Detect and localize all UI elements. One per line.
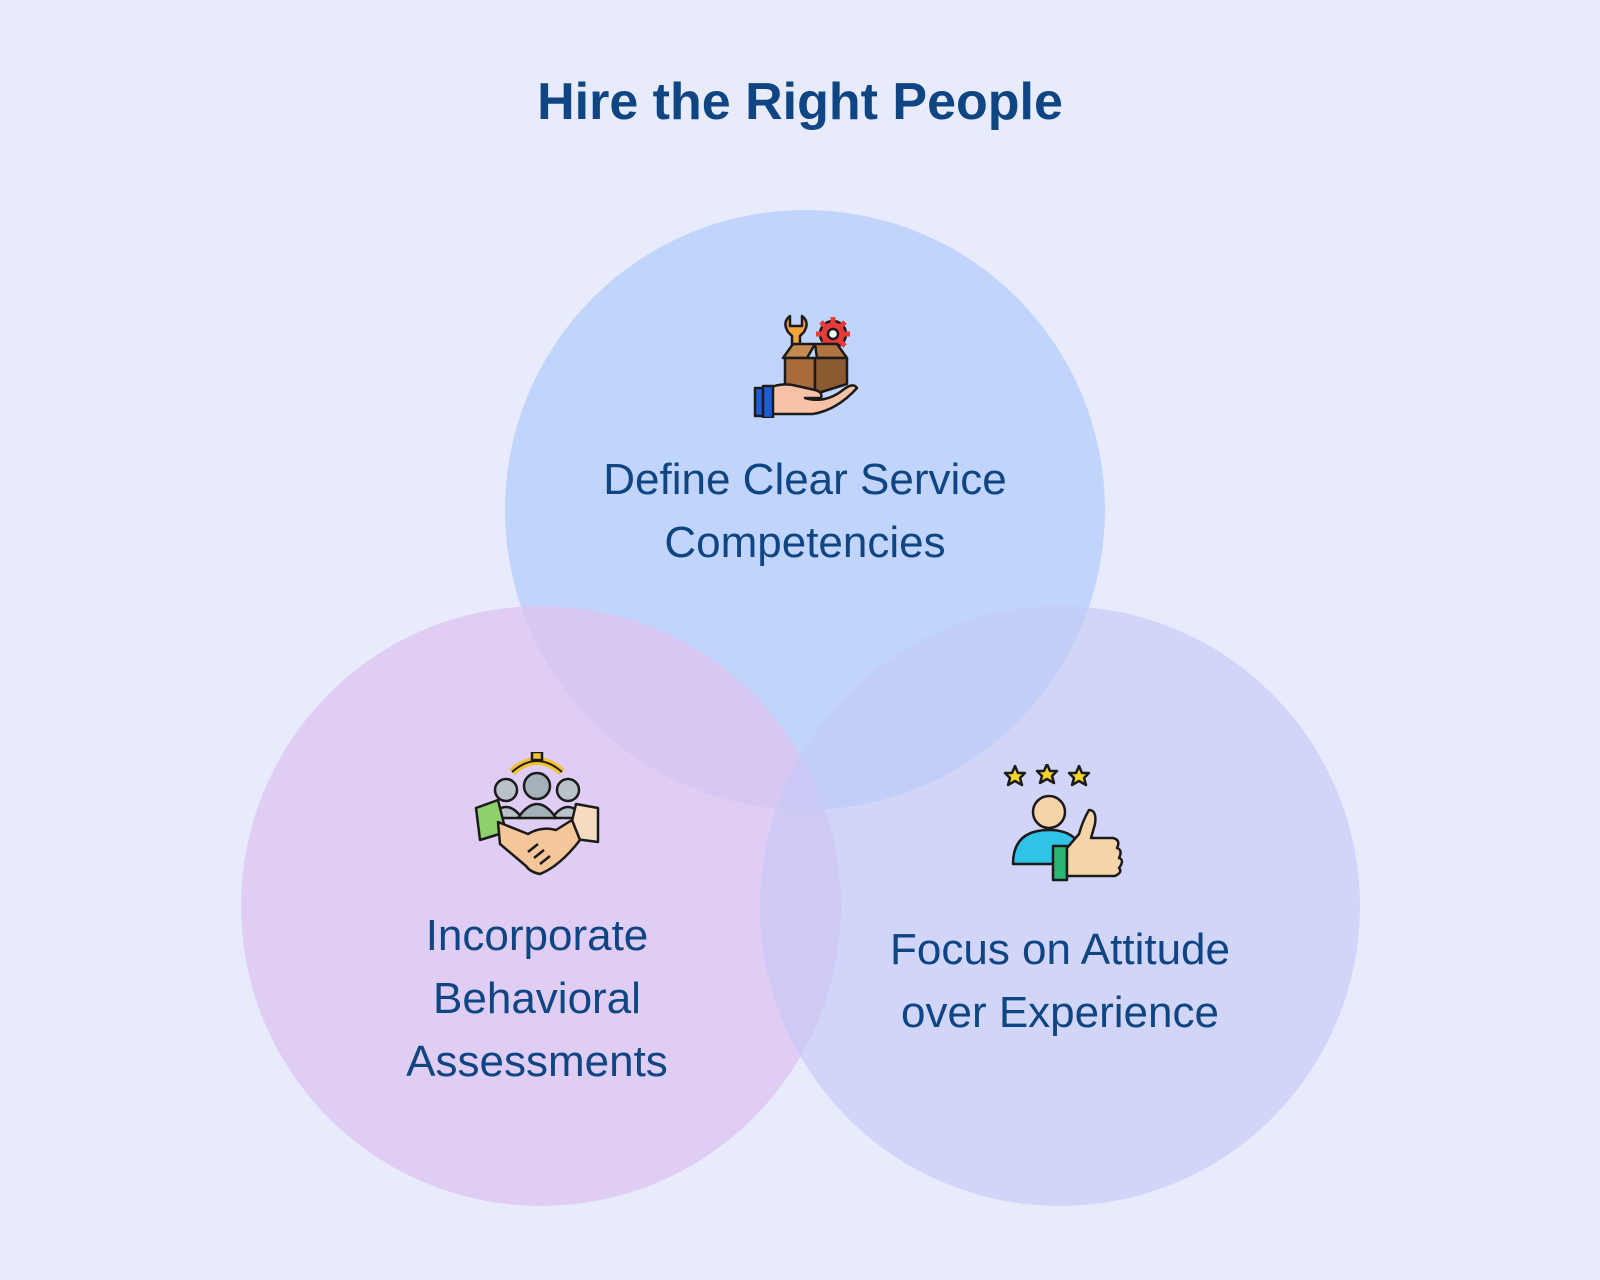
person-thumbs-up-stars-icon — [1003, 764, 1124, 882]
venn-item-attitude: Focus on Attitude over Experience — [840, 764, 1280, 1044]
hand-holding-toolbox-icon — [753, 314, 859, 418]
label-line: Incorporate — [425, 911, 649, 960]
label-line: over Experience — [901, 988, 1219, 1037]
label-line: Competencies — [664, 518, 946, 567]
label-line: Behavioral — [433, 974, 641, 1023]
venn-item-behavioral: Incorporate Behavioral Assessments — [337, 752, 737, 1093]
venn-circle-behavioral — [241, 606, 841, 1206]
venn-item-competencies: Define Clear Service Competencies — [555, 308, 1055, 574]
label-line: Define Clear Service — [603, 455, 1007, 504]
team-handshake-icon — [474, 752, 600, 876]
venn-circle-attitude — [760, 606, 1360, 1206]
venn-item-label: Focus on Attitude over Experience — [840, 918, 1280, 1044]
page-title: Hire the Right People — [537, 73, 1063, 131]
venn-item-label: Define Clear Service Competencies — [555, 448, 1055, 574]
label-line: Assessments — [406, 1037, 668, 1086]
venn-item-label: Incorporate Behavioral Assessments — [337, 904, 737, 1093]
label-line: Focus on Attitude — [890, 925, 1230, 974]
